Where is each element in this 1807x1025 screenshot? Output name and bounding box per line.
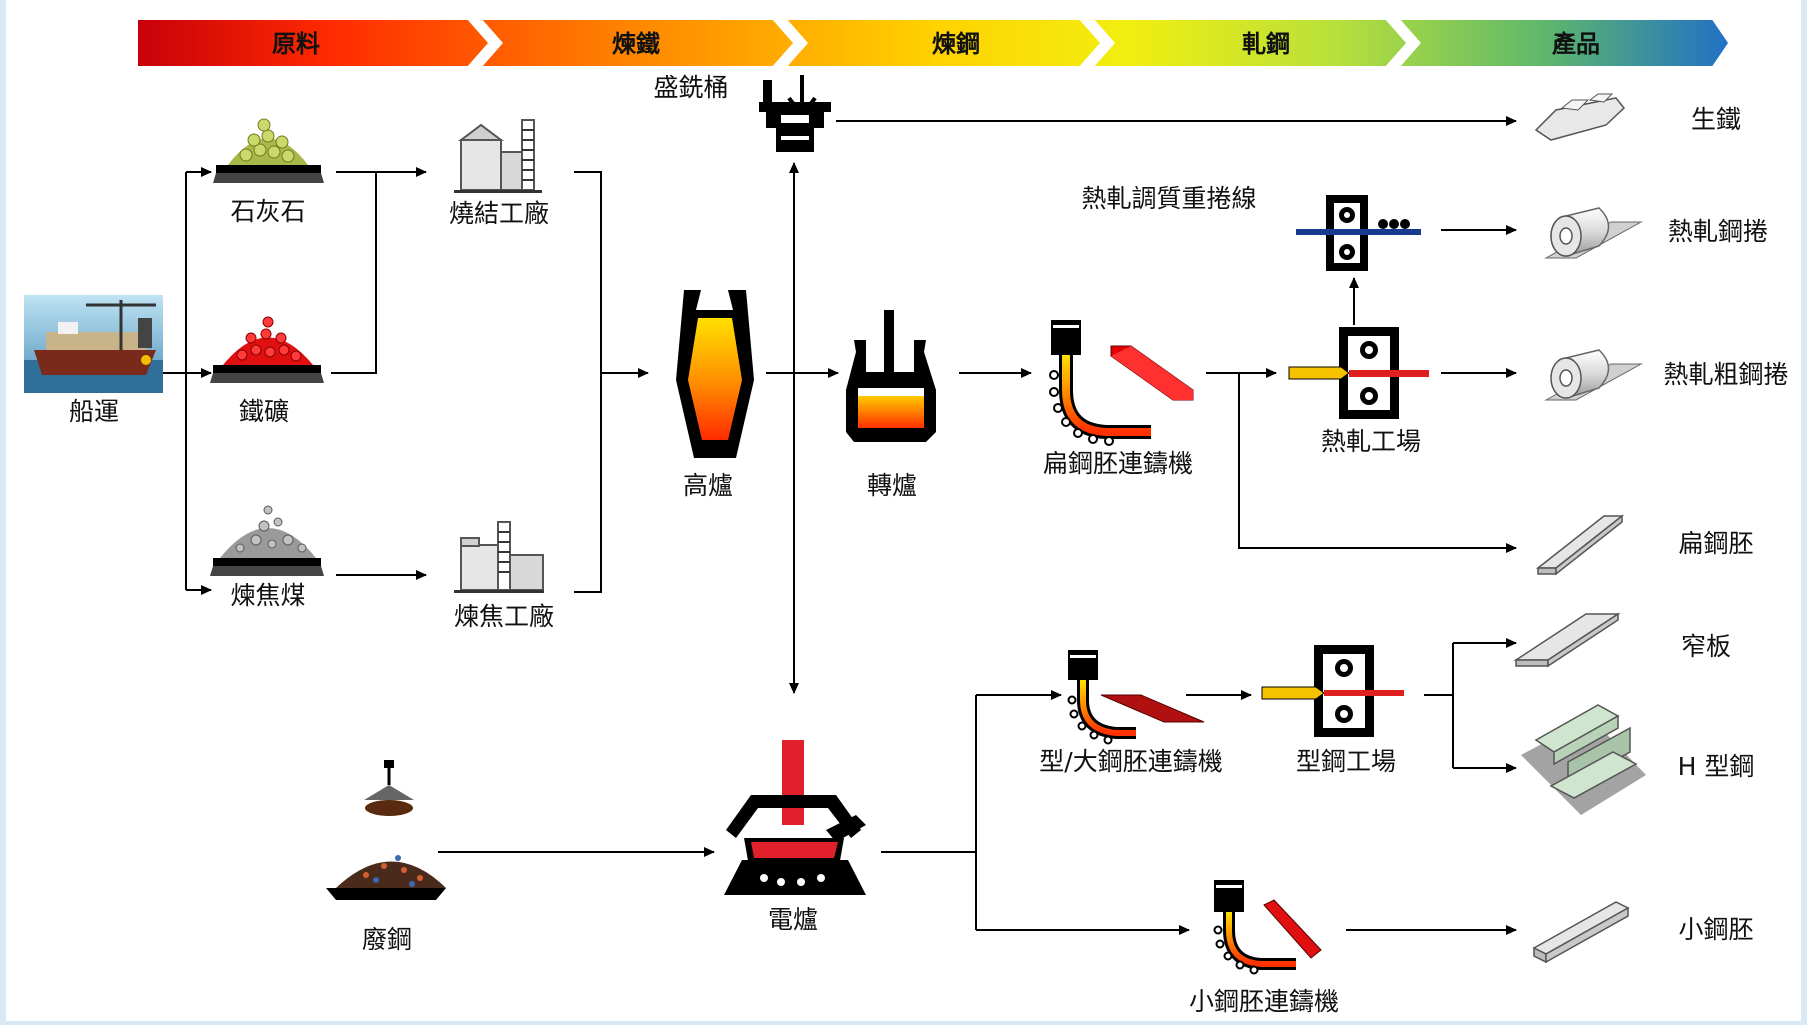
- node-label-hot-rolling-mill: 熱軋工場: [1321, 427, 1421, 456]
- blast-furnace-icon: [676, 290, 754, 458]
- stage-label-rolling: 軋鋼: [1242, 30, 1290, 58]
- stage-header: 原料 煉鐵 煉鋼 軋鋼 產品: [138, 15, 1806, 75]
- node-label-coke-plant: 煉焦工廠: [454, 602, 554, 631]
- hr-black-coil-icon: [1544, 349, 1643, 401]
- coke-plant-icon: [454, 521, 544, 593]
- ship-icon: [24, 295, 163, 393]
- scrap-icon: [326, 760, 446, 900]
- converter-icon: [846, 310, 936, 442]
- coking-coal-icon: [210, 505, 324, 576]
- temper-line-icon: [1296, 195, 1421, 271]
- iron-ore-icon: [210, 316, 324, 383]
- steel-process-flow-diagram: 原料 煉鐵 煉鋼 軋鋼 產品: [24, 15, 1806, 1016]
- node-label-temper-line: 熱軋調質重捲線: [1081, 184, 1256, 213]
- node-label-converter: 轉爐: [867, 471, 917, 500]
- node-label-iron-ore: 鐵礦: [239, 397, 289, 426]
- section-mill-icon: [1261, 645, 1404, 737]
- slab-caster-icon: [1049, 320, 1194, 446]
- node-label-ship: 船運: [69, 397, 119, 426]
- product-label-narrow-plate: 窄板: [1681, 632, 1731, 661]
- product-label-slab: 扁鋼胚: [1678, 529, 1753, 558]
- diagram-canvas: 原料 煉鐵 煉鋼 軋鋼 產品: [6, 0, 1806, 1021]
- node-label-section-mill: 型鋼工場: [1296, 747, 1396, 776]
- product-label-h-beam: H 型鋼: [1678, 752, 1755, 781]
- product-label-hr-black-coil: 熱軋粗鋼捲: [1663, 360, 1788, 389]
- stage-label-products: 產品: [1552, 30, 1600, 58]
- node-label-slab-caster: 扁鋼胚連鑄機: [1043, 449, 1193, 478]
- product-label-hr-coil: 熱軋鋼捲: [1668, 217, 1768, 246]
- slab-icon: [1535, 514, 1625, 576]
- pig-iron-icon: [1534, 93, 1626, 141]
- node-label-sinter-plant: 燒結工廠: [449, 199, 549, 228]
- narrow-plate-icon: [1513, 612, 1621, 668]
- product-label-billet: 小鋼胚: [1678, 915, 1753, 944]
- node-label-billet-caster: 小鋼胚連鑄機: [1189, 987, 1339, 1016]
- node-label-blast-furnace: 高爐: [683, 471, 733, 500]
- sinter-plant-icon: [454, 119, 542, 193]
- node-label-hot-metal-ladle: 盛銑桶: [653, 73, 728, 102]
- h-beam-icon: [1521, 704, 1646, 815]
- billet-icon: [1532, 901, 1630, 964]
- node-label-scrap: 廢鋼: [362, 925, 412, 954]
- stage-label-steelmaking: 煉鋼: [932, 30, 980, 58]
- hr-coil-icon: [1544, 207, 1643, 259]
- node-label-coking-coal: 煉焦煤: [230, 581, 305, 610]
- limestone-icon: [213, 118, 324, 183]
- bloom-caster-icon: [1067, 650, 1205, 745]
- eaf-icon: [724, 740, 866, 895]
- product-label-pig-iron: 生鐵: [1691, 105, 1741, 134]
- node-label-limestone: 石灰石: [230, 197, 305, 226]
- stage-gradient-band: [138, 20, 1733, 66]
- node-label-bloom-caster: 型/大鋼胚連鑄機: [1039, 747, 1222, 776]
- hot-metal-ladle-icon: [759, 75, 831, 152]
- stage-label-raw: 原料: [272, 30, 320, 58]
- billet-caster-icon: [1213, 880, 1322, 975]
- stage-label-ironmaking: 煉鐵: [612, 30, 660, 58]
- flow-lines: [163, 116, 1517, 935]
- node-label-eaf: 電爐: [768, 905, 818, 934]
- hot-rolling-mill-icon: [1288, 327, 1429, 419]
